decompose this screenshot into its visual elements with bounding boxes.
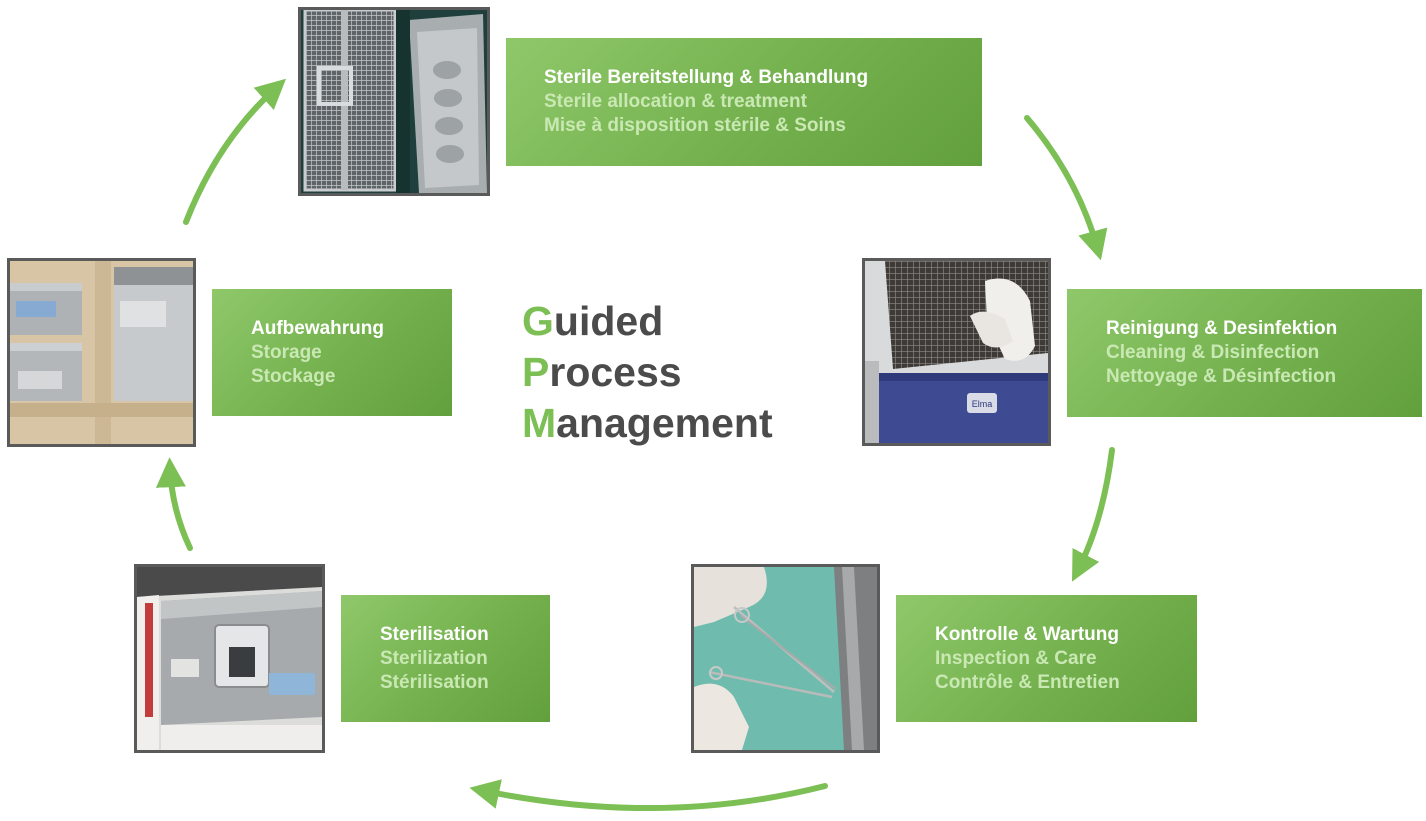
step-label-german: Sterilisation bbox=[380, 623, 489, 645]
title-line-guided: Guided bbox=[522, 296, 773, 347]
step-label-german: Aufbewahrung bbox=[251, 317, 384, 339]
step-label-german: Reinigung & Desinfektion bbox=[1106, 318, 1338, 339]
step-label-english: Cleaning & Disinfection bbox=[1106, 342, 1320, 363]
guided-process-management-title: Guided Process Management bbox=[522, 296, 773, 449]
step-label-storage: Aufbewahrung Storage Stockage bbox=[212, 289, 452, 416]
step-label-french: Nettoyage & Désinfection bbox=[1106, 366, 1337, 387]
title-accent-letter: G bbox=[522, 298, 554, 344]
step-label-french: Stérilisation bbox=[380, 671, 489, 693]
step-label-cleaning: Reinigung & Desinfektion Cleaning & Disi… bbox=[1067, 289, 1422, 417]
photo-instrument-inspection bbox=[691, 564, 880, 753]
title-line-rest: anagement bbox=[556, 400, 773, 446]
photo-sterile-instrument-baskets bbox=[298, 7, 490, 196]
step-label-sterilization: Sterilisation Sterilization Stérilisatio… bbox=[341, 595, 550, 722]
arrow-allocation-to-cleaning bbox=[1024, 115, 1108, 261]
step-label-english: Sterilization bbox=[380, 647, 488, 669]
arrow-storage-to-allocation bbox=[183, 78, 287, 225]
title-line-management: Management bbox=[522, 398, 773, 449]
step-label-french: Mise à disposition stérile & Soins bbox=[544, 115, 846, 136]
title-accent-letter: P bbox=[522, 349, 550, 395]
step-label-sterile-allocation: Sterile Bereitstellung & Behandlung Ster… bbox=[506, 38, 982, 166]
step-label-english: Storage bbox=[251, 341, 322, 363]
step-label-french: Stockage bbox=[251, 365, 336, 387]
step-label-german: Kontrolle & Wartung bbox=[935, 623, 1119, 645]
step-label-german: Sterile Bereitstellung & Behandlung bbox=[544, 67, 869, 88]
arrow-inspection-to-sterilization bbox=[469, 779, 828, 812]
step-label-french: Contrôle & Entretien bbox=[935, 671, 1120, 693]
title-line-process: Process bbox=[522, 347, 773, 398]
step-label-english: Sterile allocation & treatment bbox=[544, 91, 807, 112]
photo-ultrasonic-cleaning-unit: Elma bbox=[862, 258, 1051, 446]
photo-storage-shelf bbox=[7, 258, 196, 447]
title-line-rest: uided bbox=[553, 298, 664, 344]
device-badge bbox=[967, 393, 997, 413]
title-accent-letter: M bbox=[522, 400, 557, 446]
photo-sterilization-container bbox=[134, 564, 325, 753]
title-line-rest: rocess bbox=[549, 349, 682, 395]
step-label-english: Inspection & Care bbox=[935, 647, 1097, 669]
arrow-sterilization-to-storage bbox=[155, 457, 193, 551]
arrow-cleaning-to-inspection bbox=[1072, 447, 1115, 582]
svg-text:Elma: Elma bbox=[972, 399, 993, 409]
step-label-inspection: Kontrolle & Wartung Inspection & Care Co… bbox=[896, 595, 1197, 722]
